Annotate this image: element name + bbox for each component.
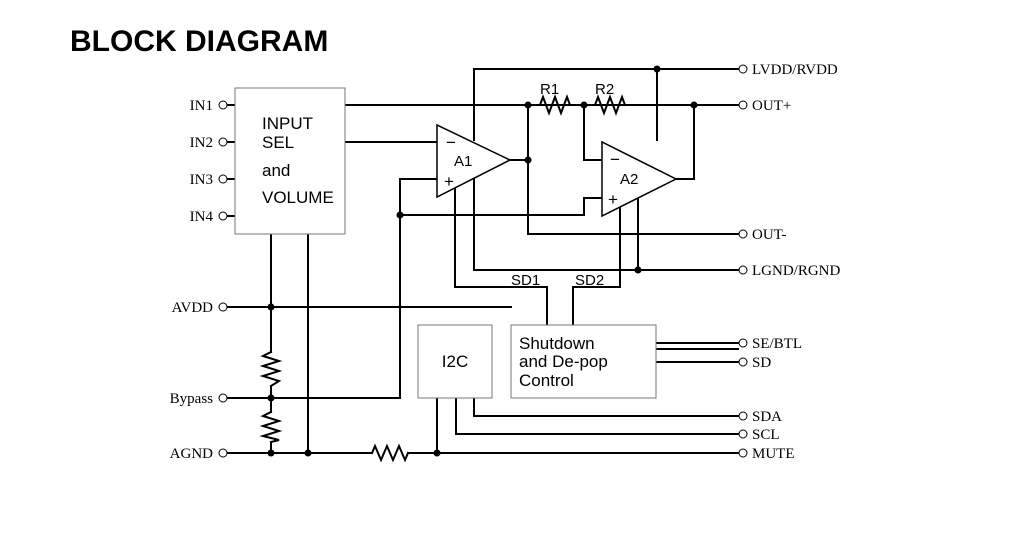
wires	[227, 68, 739, 454]
scl-label: SCL	[752, 427, 780, 443]
shutdown-depop-block: Shutdown and De-pop Control	[510, 324, 657, 399]
input-sel-line-3: and	[262, 161, 290, 180]
input-sel-line-1: INPUT	[262, 114, 313, 133]
sda-label: SDA	[752, 409, 782, 425]
r2-label: R2	[595, 81, 614, 98]
lvdd-rvdd-label: LVDD/RVDD	[752, 62, 838, 78]
pin-bypass	[218, 393, 228, 403]
sd-label: SD	[752, 355, 771, 371]
a2-minus: −	[610, 150, 620, 169]
bypass-label: Bypass	[170, 391, 214, 407]
a1-plus: +	[444, 172, 454, 191]
resistor-divider-upper	[259, 350, 283, 388]
se-btl-label: SE/BTL	[752, 336, 802, 352]
pin-out-minus	[738, 229, 748, 239]
pin-in4	[218, 211, 228, 221]
pin-se-btl	[738, 338, 748, 348]
pin-sd	[738, 357, 748, 367]
resistor-agnd	[370, 443, 410, 463]
out-plus-label: OUT+	[752, 98, 791, 114]
diagram-title: BLOCK DIAGRAM	[70, 25, 328, 58]
junction-dots	[267, 65, 698, 457]
i2c-block: I2C	[417, 324, 493, 399]
opamp-a2: − + A2	[601, 140, 678, 218]
pin-scl	[738, 429, 748, 439]
input-sel-volume-block: INPUT SEL and VOLUME	[234, 87, 346, 235]
in3-label: IN3	[190, 172, 213, 188]
avdd-label: AVDD	[172, 300, 214, 316]
pin-out-plus	[738, 100, 748, 110]
pin-lvdd-rvdd	[738, 64, 748, 74]
in1-label: IN1	[190, 98, 213, 114]
resistor-divider-lower	[259, 410, 283, 444]
shutdown-line-1: Shutdown	[519, 334, 595, 353]
shutdown-line-2: and De-pop	[519, 352, 608, 371]
a1-label: A1	[454, 153, 472, 170]
left-pins: IN1 IN2 IN3 IN4 AVDD Bypass AGND	[170, 98, 228, 462]
input-sel-line-4: VOLUME	[262, 188, 334, 207]
mute-label: MUTE	[752, 446, 795, 462]
a1-minus: −	[446, 133, 456, 152]
r1-label: R1	[540, 81, 559, 98]
pin-mute	[738, 448, 748, 458]
input-sel-line-2: SEL	[262, 133, 294, 152]
pin-sda	[738, 411, 748, 421]
pin-in1	[218, 100, 228, 110]
pin-avdd	[218, 302, 228, 312]
out-minus-label: OUT-	[752, 227, 786, 243]
in4-label: IN4	[190, 209, 214, 225]
pin-lgnd-rgnd	[738, 265, 748, 275]
sd2-label: SD2	[575, 272, 604, 289]
a2-plus: +	[608, 190, 618, 209]
in2-label: IN2	[190, 135, 213, 151]
resistor-r1	[538, 94, 572, 116]
right-pins: LVDD/RVDD OUT+ OUT- LGND/RGND SE/BTL SD …	[738, 62, 840, 462]
opamp-a1: − + A1	[436, 123, 512, 199]
a2-label: A2	[620, 171, 638, 188]
pin-in2	[218, 137, 228, 147]
i2c-label: I2C	[442, 352, 468, 371]
pin-in3	[218, 174, 228, 184]
sd1-label: SD1	[511, 272, 540, 289]
agnd-label: AGND	[170, 446, 213, 462]
lgnd-rgnd-label: LGND/RGND	[752, 263, 840, 279]
shutdown-line-3: Control	[519, 371, 574, 390]
pin-agnd	[218, 448, 228, 458]
resistor-r2	[593, 94, 627, 116]
